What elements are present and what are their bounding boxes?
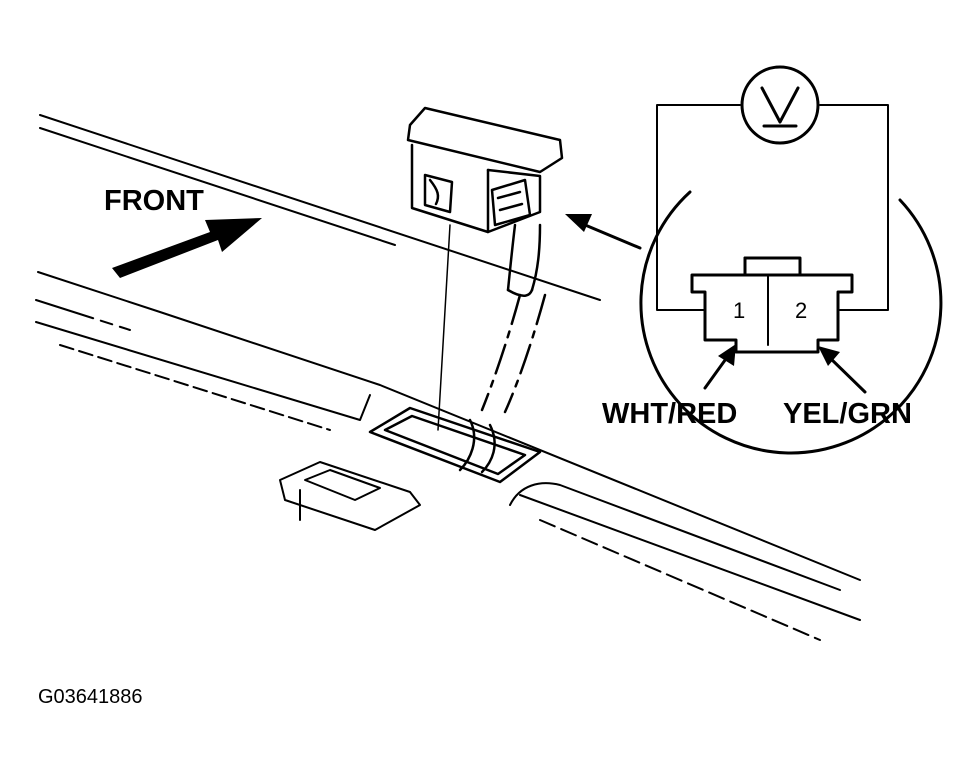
connector-callout xyxy=(639,190,943,455)
figure-code: G03641886 xyxy=(38,686,143,708)
wire-1-label: WHT/RED xyxy=(602,398,737,430)
voltmeter-icon xyxy=(740,65,820,145)
pin-1-label: 1 xyxy=(733,298,745,323)
callout-pointer xyxy=(565,214,642,250)
pin-2-label: 2 xyxy=(795,298,807,323)
front-arrow-icon xyxy=(112,218,262,278)
dome-switch xyxy=(406,106,564,234)
switch-opening xyxy=(368,406,542,484)
meter-circuit xyxy=(656,104,889,311)
front-label: FRONT xyxy=(104,185,204,217)
wire-2-label: YEL/GRN xyxy=(783,398,912,430)
two-pin-connector xyxy=(690,256,854,354)
wire-arrows xyxy=(703,344,867,394)
roof-pad xyxy=(279,461,421,531)
headliner-panel xyxy=(35,114,861,641)
wire-harness xyxy=(437,223,547,431)
